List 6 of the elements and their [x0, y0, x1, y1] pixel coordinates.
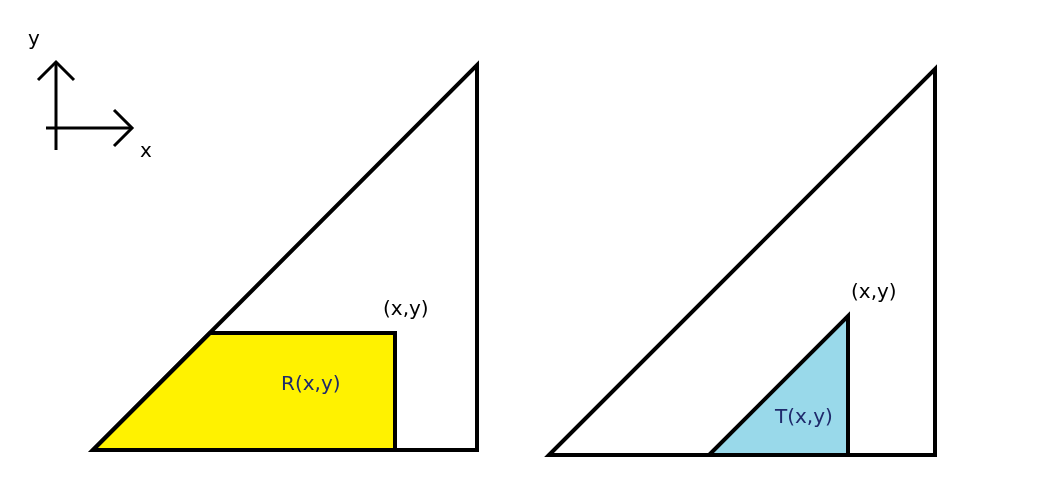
axis-label: x: [140, 140, 152, 160]
axis-label: y: [28, 28, 40, 48]
point-label: (x,y): [383, 298, 429, 318]
point-label: (x,y): [851, 281, 897, 301]
region-label: R(x,y): [281, 373, 341, 393]
region-label: T(x,y): [775, 406, 833, 426]
